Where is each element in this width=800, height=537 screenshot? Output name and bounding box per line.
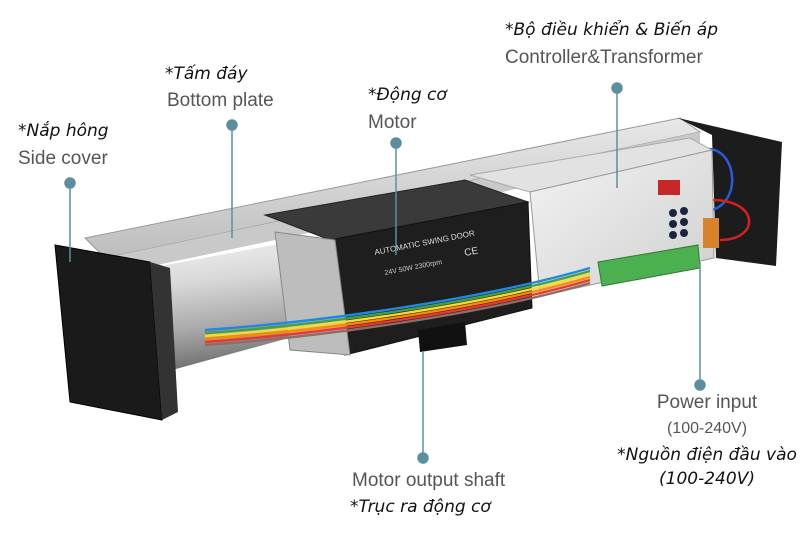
motor-shaft-dot xyxy=(417,452,429,464)
motor-shaft-label-en: Motor output shaft xyxy=(352,470,506,491)
bottom-plate-dot xyxy=(226,119,238,131)
side-cover-dot xyxy=(64,177,76,189)
left-side-cover xyxy=(54,244,163,421)
motor-output-shaft xyxy=(418,322,467,352)
motor-shaft-label-vi: *Trục ra động cơ xyxy=(350,497,491,517)
power-input-range-vi: (100-240V) xyxy=(659,469,755,489)
ce-mark: CE xyxy=(463,245,479,259)
ribbon-cable xyxy=(204,266,591,347)
motor-label-en: Motor xyxy=(368,112,417,133)
power-input-dot xyxy=(694,379,706,391)
controller-label-en: Controller&Transformer xyxy=(505,47,703,68)
power-input-label-vi: *Nguồn điện đầu vào xyxy=(617,445,797,465)
side-cover-label-en: Side cover xyxy=(18,148,108,169)
bottom-plate-label-en: Bottom plate xyxy=(167,90,274,111)
side-cover-label-vi: *Nắp hông xyxy=(18,121,109,141)
controller-dot xyxy=(611,82,623,94)
power-input-range-en: (100-240V) xyxy=(666,420,748,437)
dip-switch xyxy=(658,180,680,195)
bottom-plate-label-vi: *Tấm đáy xyxy=(165,64,248,84)
controller-buttons xyxy=(669,207,688,239)
fuse xyxy=(703,218,719,248)
motor-dot xyxy=(390,137,402,149)
leader-lines xyxy=(64,82,706,464)
power-input-label-en: Power input xyxy=(656,392,758,413)
controller-label-vi: *Bộ điều khiển & Biến áp xyxy=(505,20,718,40)
motor-label-vi: *Động cơ xyxy=(368,85,447,105)
